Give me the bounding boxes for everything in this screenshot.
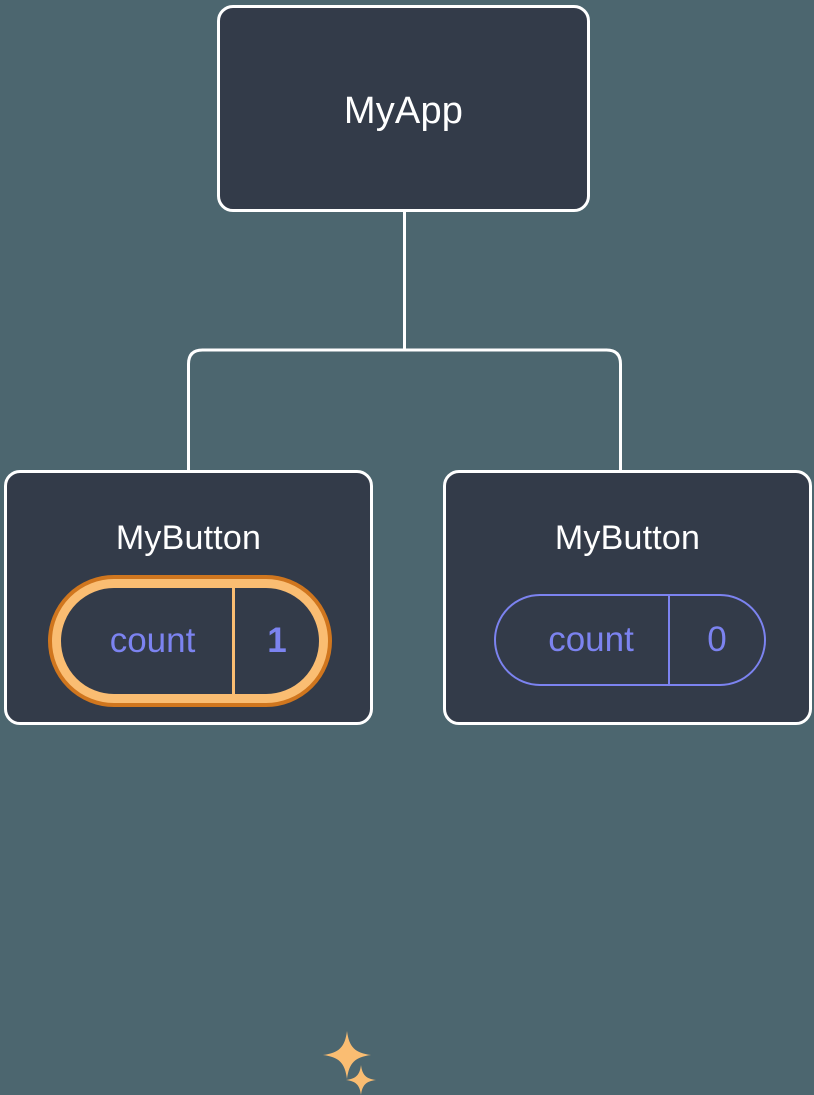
connector-branch (187, 348, 622, 470)
sparkle-icon-small (346, 1065, 376, 1095)
component-node-title: MyApp (343, 90, 464, 132)
component-node-mybutton-right[interactable]: MyButton count 0 (443, 470, 812, 725)
state-key-label: count (61, 588, 235, 694)
state-value-label: 1 (267, 621, 287, 660)
state-value-label: 0 (707, 620, 727, 659)
component-node-myapp[interactable]: MyApp (217, 5, 590, 212)
component-node-title: MyButton (115, 519, 262, 557)
state-badge-inner-ring: count 1 (52, 579, 328, 703)
component-node-title: MyButton (554, 519, 701, 557)
state-badge-count-highlighted[interactable]: count 1 (48, 575, 332, 707)
sparkle-icon-large (323, 1031, 371, 1079)
state-key-label: count (496, 596, 670, 684)
state-badge-count[interactable]: count 0 (494, 594, 766, 686)
diagram-canvas: MyApp MyButton count 1 MyButton count 0 (4, 5, 812, 1095)
component-node-mybutton-left[interactable]: MyButton count 1 (4, 470, 376, 1095)
